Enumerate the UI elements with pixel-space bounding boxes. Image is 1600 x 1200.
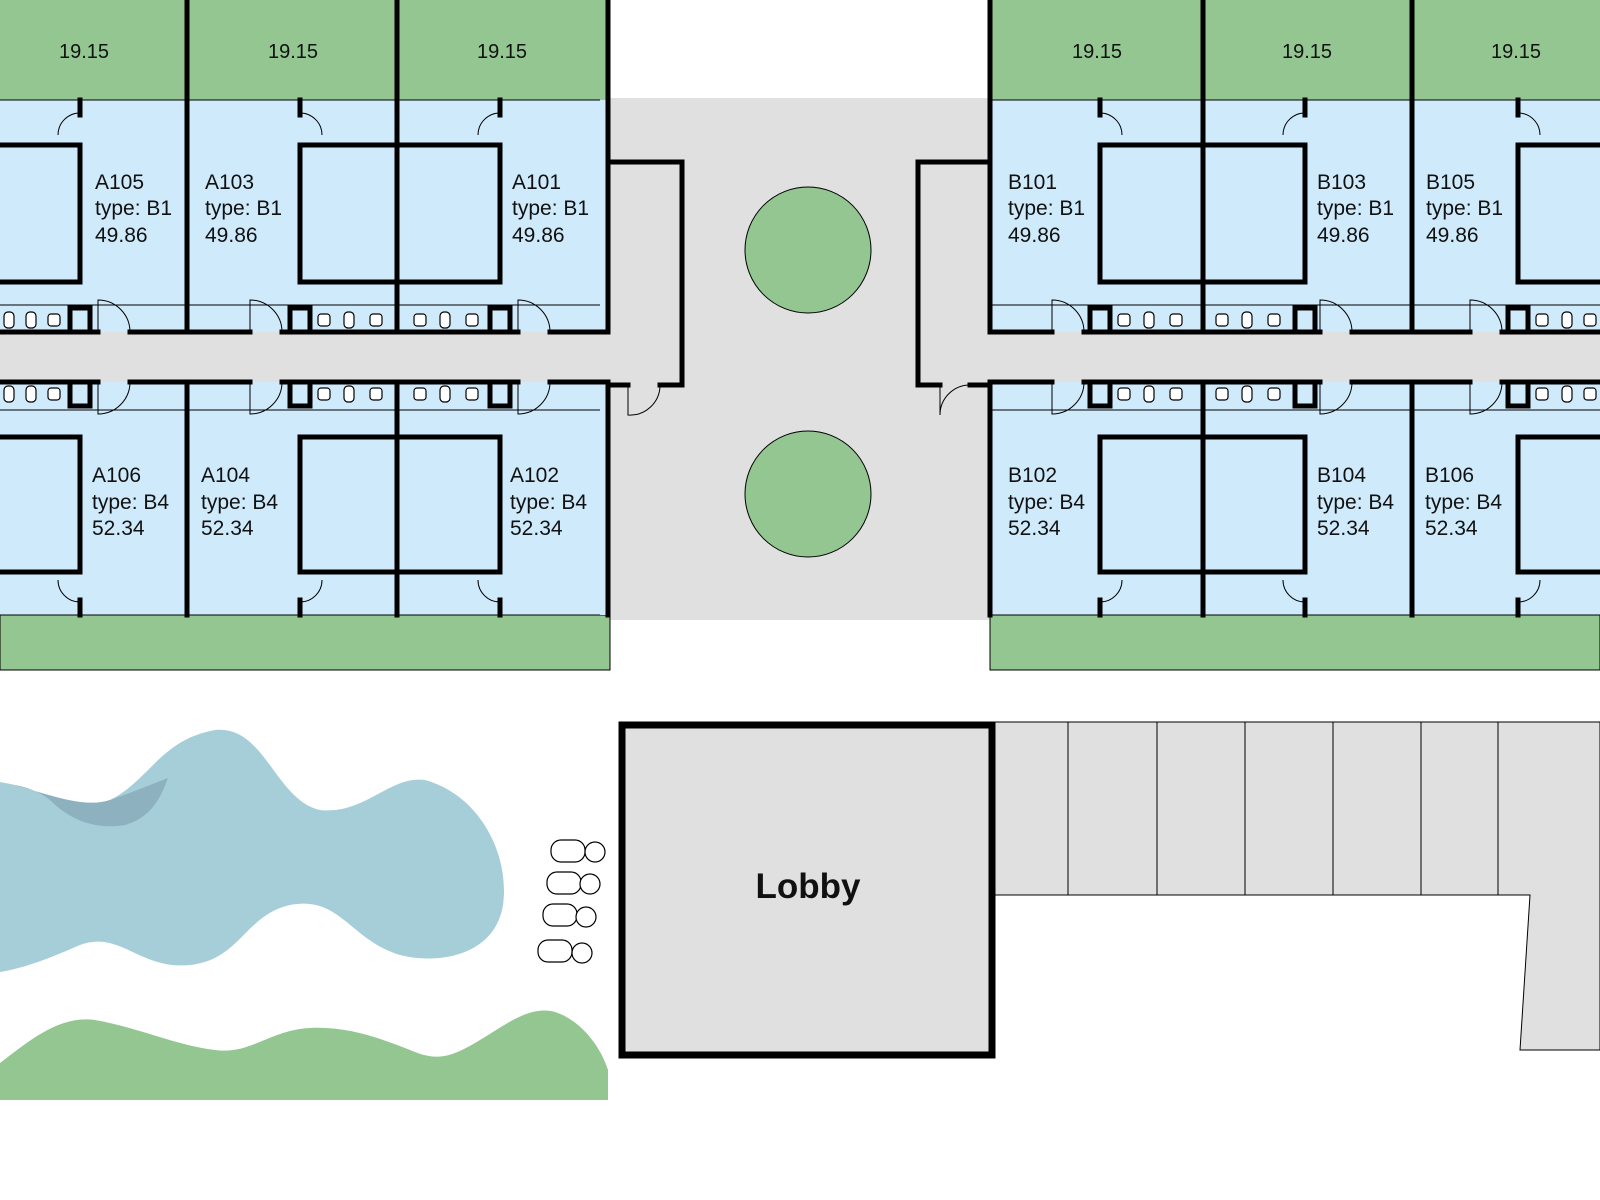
- interior-lines: [0, 99, 1600, 616]
- balcony-strip-b-top: [990, 0, 1600, 100]
- unit-label-a102: A102 type: B4 52.34: [510, 464, 587, 540]
- unit-label-b104: B104 type: B4 52.34: [1317, 464, 1394, 540]
- unit-area: 49.86: [205, 224, 258, 247]
- balcony-strip-a-bottom: [0, 614, 611, 671]
- wing-b-units-south: [990, 382, 1600, 615]
- bathroom-fixtures: [3, 311, 1597, 403]
- parking-area: [994, 721, 1600, 1051]
- unit-area: 52.34: [1008, 517, 1061, 540]
- unit-label-a101: A101 type: B1 49.86: [512, 171, 589, 247]
- wing-a-units-south: [0, 382, 610, 615]
- unit-label-b101: B101 type: B1 49.86: [1008, 171, 1085, 247]
- lounge-chairs: [537, 839, 606, 964]
- unit-id: B105: [1426, 171, 1475, 194]
- unit-label-a103: A103 type: B1 49.86: [205, 171, 282, 247]
- unit-label-b106: B106 type: B4 52.34: [1425, 464, 1502, 540]
- unit-type: type: B4: [1425, 491, 1502, 514]
- unit-label-b102: B102 type: B4 52.34: [1008, 464, 1085, 540]
- unit-type: type: B1: [1317, 197, 1394, 220]
- unit-type: type: B1: [95, 197, 172, 220]
- unit-id: A106: [92, 464, 141, 487]
- unit-id: A103: [205, 171, 254, 194]
- wing-b-units-north: [990, 100, 1600, 332]
- balcony-strip-b-bottom: [989, 614, 1600, 671]
- unit-area: 52.34: [1425, 517, 1478, 540]
- balcony-area-a103: 19.15: [268, 41, 318, 63]
- unit-id: A104: [201, 464, 250, 487]
- unit-id: B104: [1317, 464, 1366, 487]
- unit-id: B103: [1317, 171, 1366, 194]
- garden: [0, 1010, 608, 1100]
- unit-type: type: B1: [1008, 197, 1085, 220]
- unit-type: type: B4: [1317, 491, 1394, 514]
- balcony-area-b105: 19.15: [1491, 41, 1541, 63]
- unit-type: type: B1: [512, 197, 589, 220]
- pool-shadow: [0, 778, 168, 827]
- unit-label-b105: B105 type: B1 49.86: [1426, 171, 1503, 247]
- unit-area: 52.34: [201, 517, 254, 540]
- corridor-wing-a: [0, 332, 680, 382]
- unit-type: type: B4: [201, 491, 278, 514]
- lobby-building: [618, 721, 996, 1059]
- unit-type: type: B4: [510, 491, 587, 514]
- unit-type: type: B4: [92, 491, 169, 514]
- pool: [0, 729, 505, 972]
- unit-type: type: B4: [1008, 491, 1085, 514]
- wing-a-units-north: [0, 100, 610, 332]
- unit-label-a104: A104 type: B4 52.34: [201, 464, 278, 540]
- parking-bay-lines: [1067, 722, 1499, 895]
- tree-south: [744, 430, 872, 558]
- unit-area: 49.86: [1317, 224, 1370, 247]
- corridor-wing-b: [920, 332, 1600, 382]
- door-swings: [57, 112, 1541, 603]
- unit-id: A101: [512, 171, 561, 194]
- unit-id: A102: [510, 464, 559, 487]
- tree-north: [744, 186, 872, 314]
- unit-area: 49.86: [1008, 224, 1061, 247]
- unit-area: 49.86: [512, 224, 565, 247]
- unit-area: 49.86: [1426, 224, 1479, 247]
- unit-area: 52.34: [510, 517, 563, 540]
- walls: [0, 0, 1600, 618]
- unit-id: A105: [95, 171, 144, 194]
- unit-area: 52.34: [92, 517, 145, 540]
- unit-label-b103: B103 type: B1 49.86: [1317, 171, 1394, 247]
- unit-area: 52.34: [1317, 517, 1370, 540]
- balcony-area-a101: 19.15: [477, 41, 527, 63]
- unit-label-a105: A105 type: B1 49.86: [95, 171, 172, 247]
- lobby-label: Lobby: [756, 867, 862, 906]
- balcony-area-b103: 19.15: [1282, 41, 1332, 63]
- balcony-area-b101: 19.15: [1072, 41, 1122, 63]
- unit-type: type: B1: [1426, 197, 1503, 220]
- unit-type: type: B1: [205, 197, 282, 220]
- balcony-area-a105: 19.15: [59, 41, 109, 63]
- unit-id: B101: [1008, 171, 1057, 194]
- unit-area: 49.86: [95, 224, 148, 247]
- unit-id: B106: [1425, 464, 1474, 487]
- unit-label-a106: A106 type: B4 52.34: [92, 464, 169, 540]
- unit-id: B102: [1008, 464, 1057, 487]
- balcony-strip-a-top: [0, 0, 610, 100]
